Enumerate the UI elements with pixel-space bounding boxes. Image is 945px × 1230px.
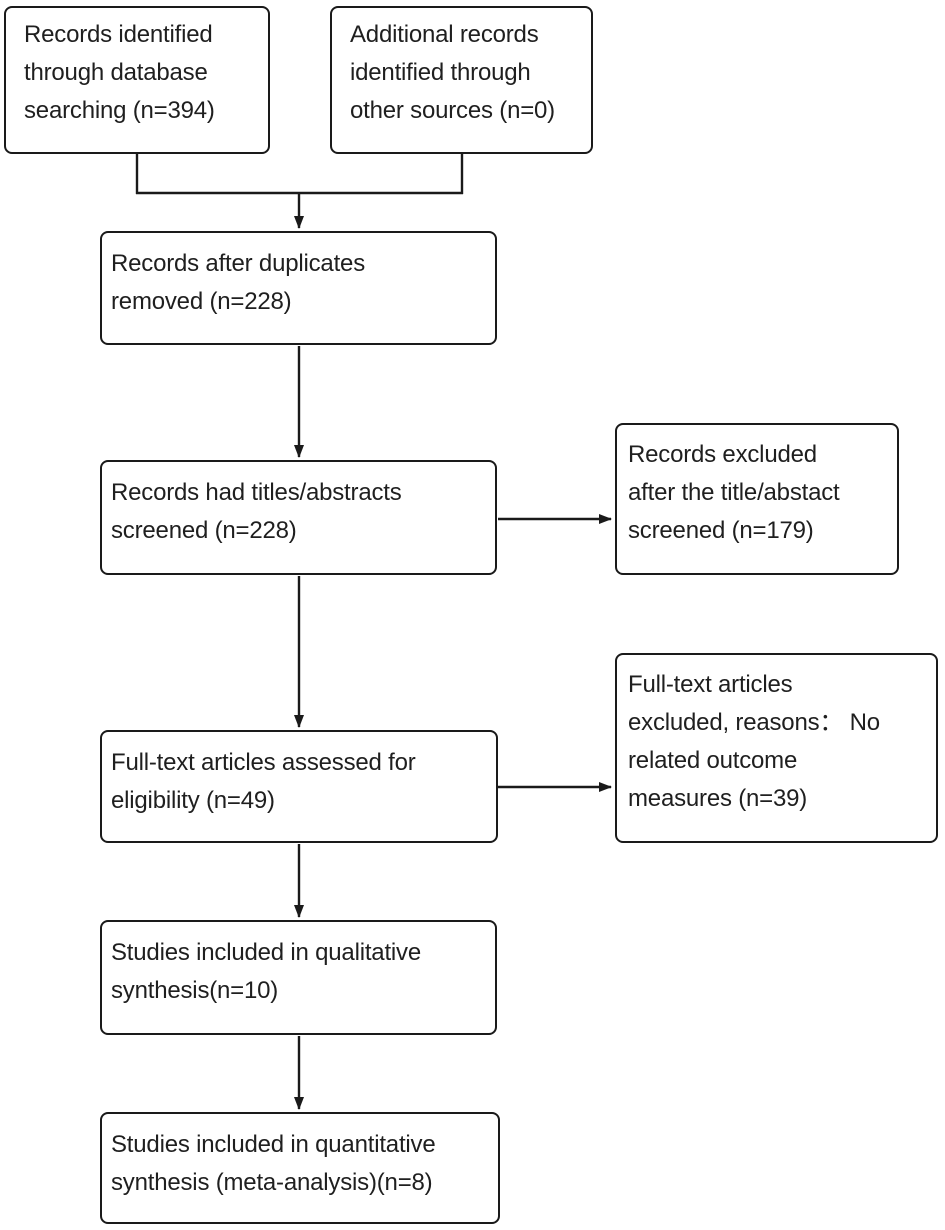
box-fulltext-assessed-eligibility: Full-text articles assessed for eligibil…	[100, 730, 498, 843]
box-records-identified-database: Records identified through database sear…	[4, 6, 270, 154]
box-records-excluded-title-abstract: Records excluded after the title/abstact…	[615, 423, 899, 575]
box-records-after-duplicates: Records after duplicates removed (n=228)	[100, 231, 497, 345]
box-additional-records-other-sources: Additional records identified through ot…	[330, 6, 593, 154]
box-fulltext-excluded-reasons: Full-text articles excluded, reasons： No…	[615, 653, 938, 843]
box-studies-quantitative-synthesis: Studies included in quantitative synthes…	[100, 1112, 500, 1224]
box-studies-qualitative-synthesis: Studies included in qualitative synthesi…	[100, 920, 497, 1035]
box-records-titles-abstracts-screened: Records had titles/abstracts screened (n…	[100, 460, 497, 575]
